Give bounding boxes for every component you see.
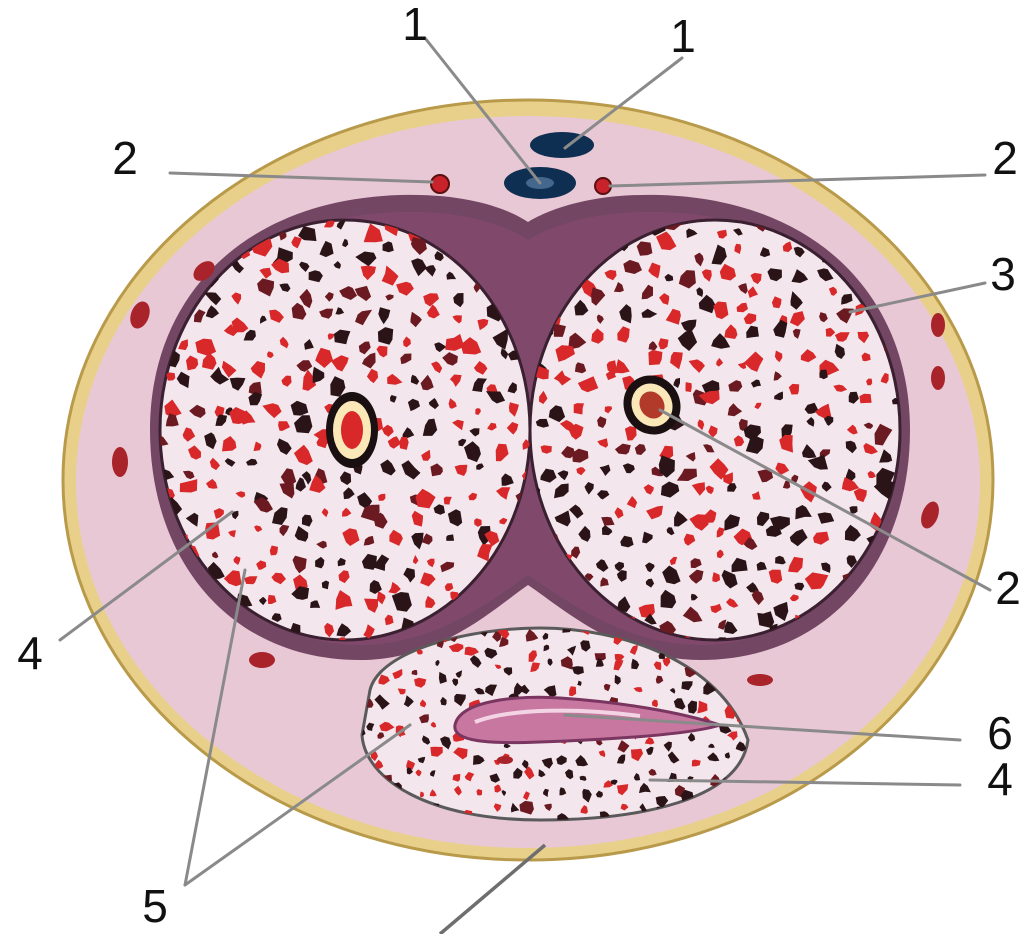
- deep-artery-left: [326, 392, 378, 468]
- label-2-left: 2: [112, 132, 138, 184]
- label-2-right-bottom: 2: [995, 562, 1021, 614]
- cavernous-space: [154, 230, 166, 241]
- label-6: 6: [987, 707, 1013, 759]
- cavernous-space: [893, 227, 904, 237]
- cavernous-space: [719, 832, 728, 842]
- cavernous-space: [740, 819, 747, 827]
- label-2-right-top: 2: [992, 132, 1018, 184]
- label-1-right: 1: [670, 10, 696, 62]
- cavernous-space: [574, 403, 584, 414]
- dorsal-artery-left: [431, 175, 449, 193]
- superficial-dorsal-vein: [530, 132, 594, 158]
- label-1-left: 1: [402, 0, 428, 50]
- cavernous-space: [686, 382, 692, 392]
- label-4-right: 4: [987, 753, 1013, 805]
- cavernous-space: [915, 219, 930, 231]
- cavernous-space: [477, 789, 483, 796]
- cavernous-space: [910, 239, 918, 247]
- label-4-left: 4: [17, 627, 43, 679]
- label-3: 3: [990, 248, 1016, 300]
- label-5: 5: [142, 880, 168, 932]
